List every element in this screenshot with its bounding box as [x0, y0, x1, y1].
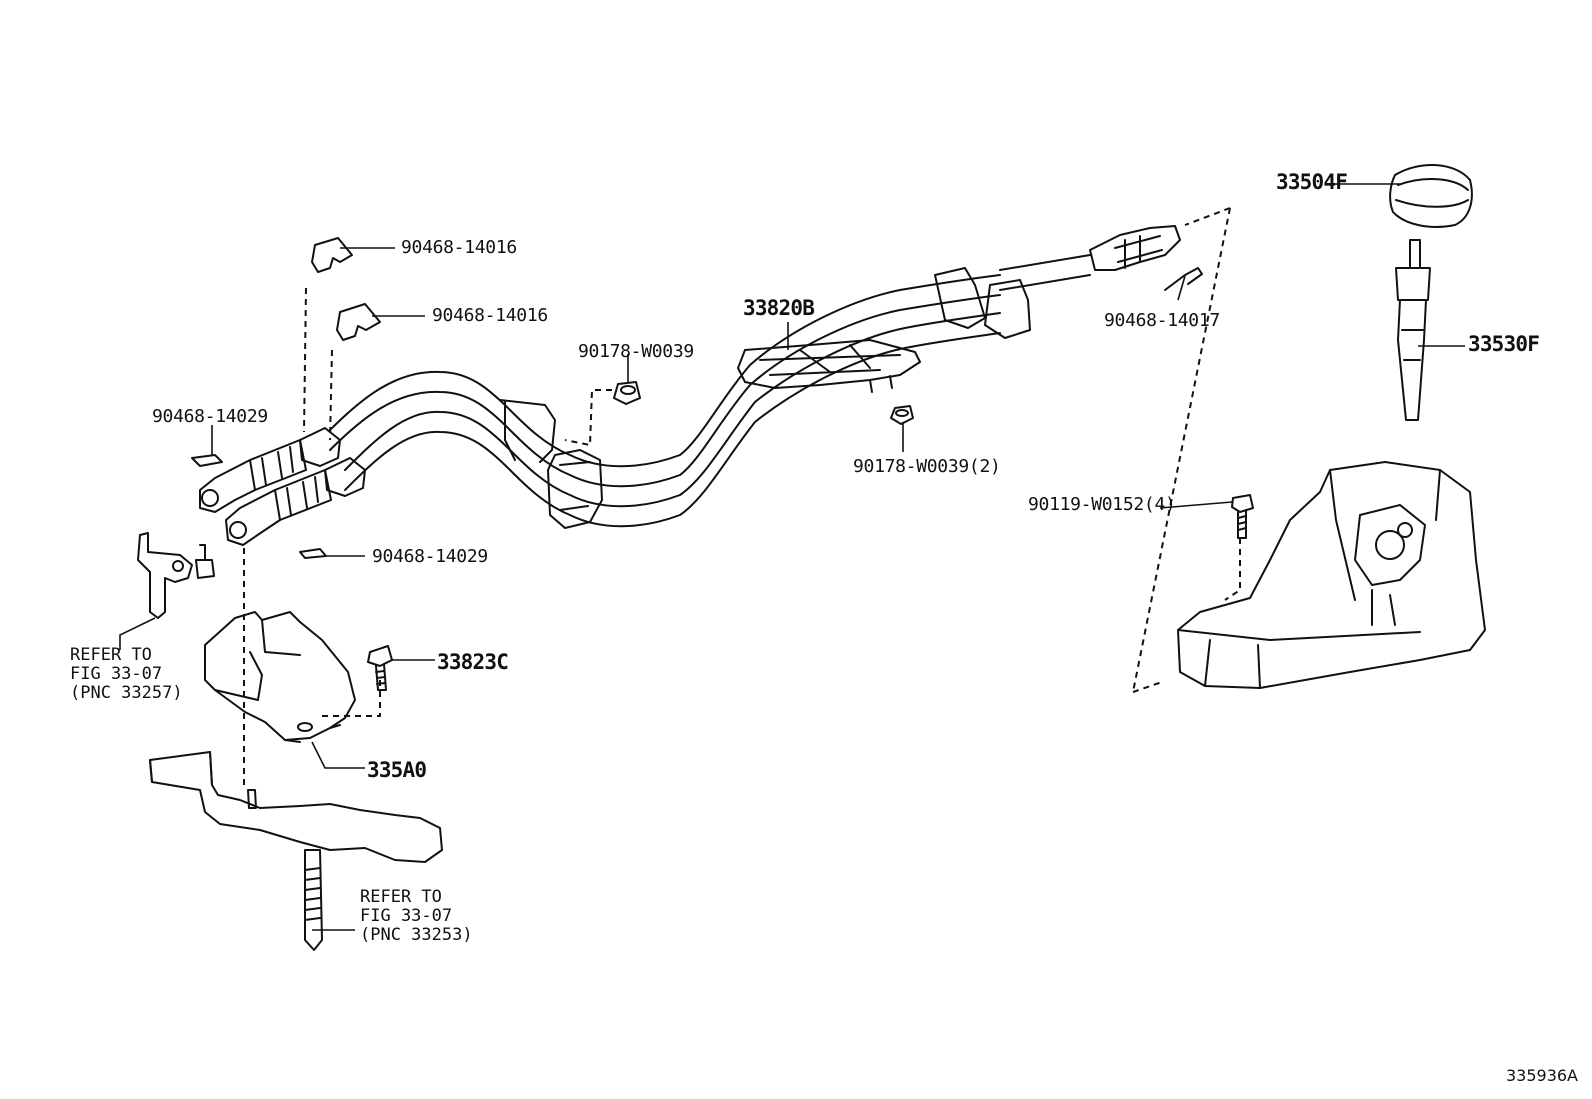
selector-lever-upper	[137, 532, 215, 619]
shift-lever	[1395, 239, 1431, 421]
label-clip-14029-lower: 90468-14029	[372, 546, 488, 567]
label-clip-14016-upper: 90468-14016	[401, 237, 517, 258]
label-clip-14029-upper: 90468-14029	[152, 406, 268, 427]
shift-knob	[1389, 164, 1473, 228]
ref-lower-line1: REFER TO	[360, 887, 442, 907]
ref-upper-line1: REFER TO	[70, 645, 152, 665]
label-335A0: 335A0	[367, 758, 427, 782]
selector-lever-lower	[149, 751, 443, 951]
clip-14029-upper	[191, 454, 223, 467]
reference-note-upper: REFER TO FIG 33-07 (PNC 33257)	[70, 646, 183, 703]
label-bolt-four: 90119-W0152(4)	[1028, 494, 1176, 515]
clip-14017	[1164, 267, 1203, 291]
cable-bracket-335A0	[204, 611, 356, 743]
label-clip-14017: 90468-14017	[1104, 310, 1220, 331]
clip-14016-lower	[336, 303, 381, 341]
label-clip-14016-lower: 90468-14016	[432, 305, 548, 326]
label-33530F: 33530F	[1468, 332, 1540, 356]
shift-cable-assembly	[199, 225, 1181, 546]
label-33820B: 33820B	[743, 296, 815, 320]
nut-single	[613, 381, 641, 405]
ref-lower-line2: FIG 33-07	[360, 906, 453, 926]
clip-14029-lower	[299, 548, 327, 559]
ref-upper-line2: FIG 33-07	[70, 664, 163, 684]
reference-note-lower: REFER TO FIG 33-07 (PNC 33253)	[360, 888, 473, 945]
ref-lower-line3: (PNC 33253)	[360, 925, 473, 945]
shift-housing	[1177, 461, 1486, 689]
bolt-four	[1231, 494, 1254, 539]
label-nut-single: 90178-W0039	[578, 341, 694, 362]
label-33504F: 33504F	[1276, 170, 1348, 194]
nut-double	[890, 405, 914, 425]
clip-14016-upper	[311, 237, 353, 273]
label-nut-double: 90178-W0039(2)	[853, 456, 1001, 477]
figure-id: 335936A	[1505, 1066, 1578, 1085]
label-33823C: 33823C	[437, 650, 509, 674]
ref-upper-line3: (PNC 33257)	[70, 683, 183, 703]
